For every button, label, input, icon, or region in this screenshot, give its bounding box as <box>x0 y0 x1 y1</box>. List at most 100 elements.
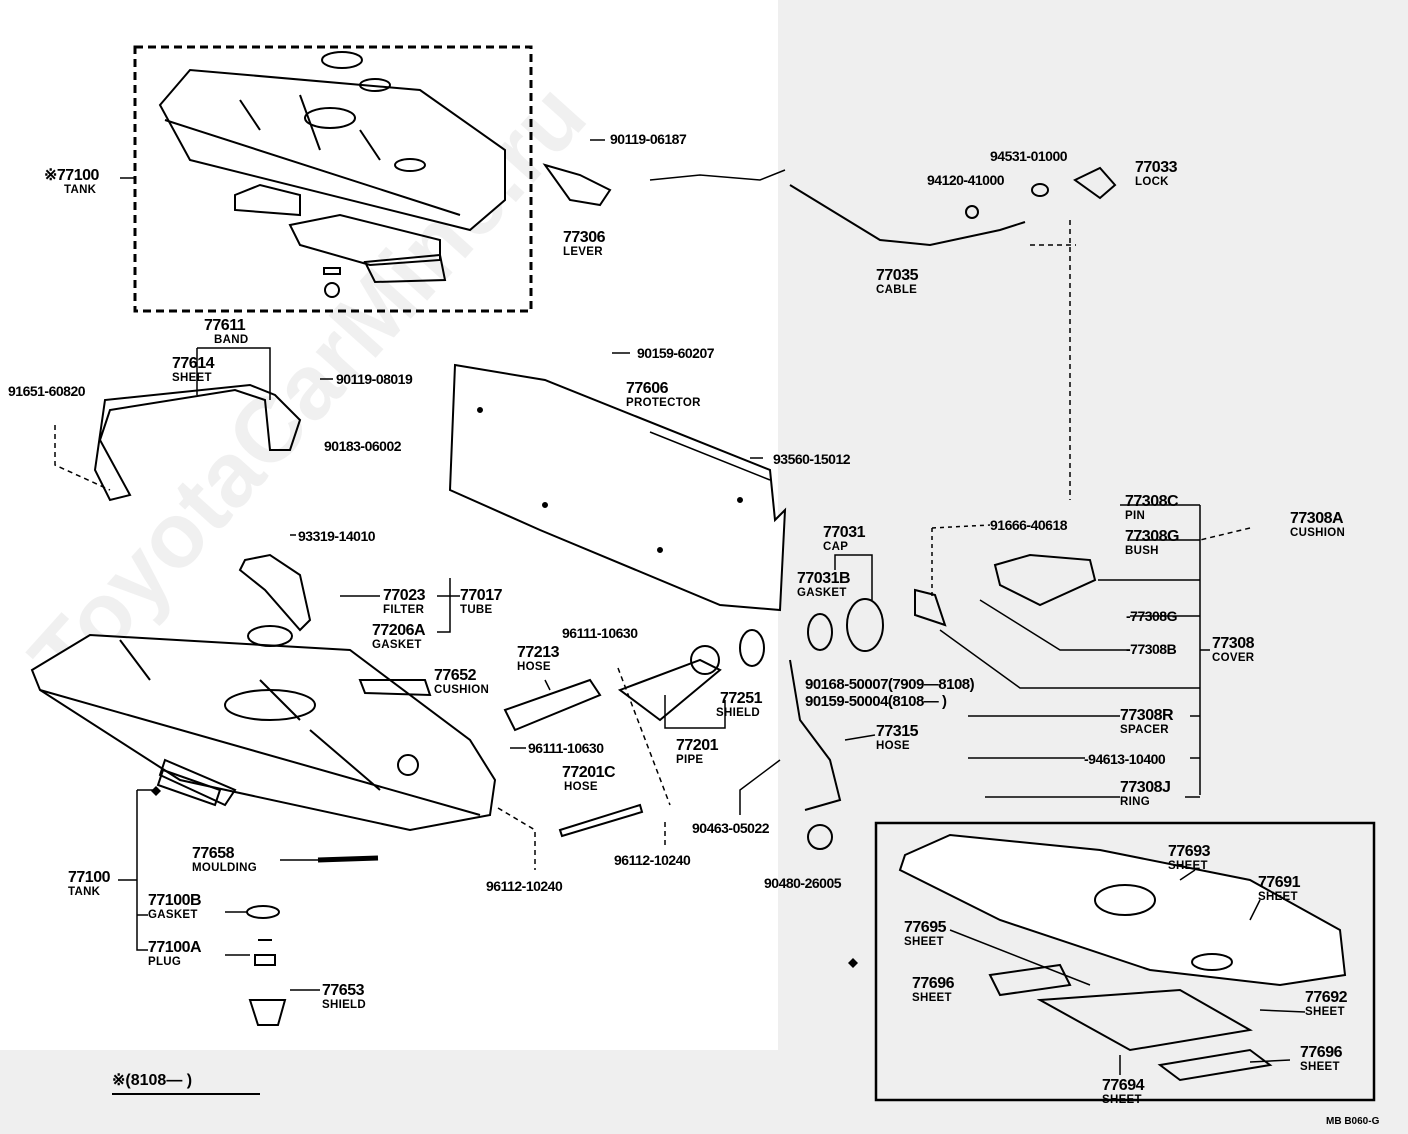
part-number-label: 90119-06187 <box>610 131 687 147</box>
part-number: 77652 <box>434 667 477 684</box>
part-number-label: 91651-60820 <box>8 383 86 399</box>
footnote-underline <box>112 1093 260 1095</box>
leader-lines <box>54 139 1306 1075</box>
part-number: 77308A <box>1290 510 1344 527</box>
part-number-label: 90480-26005 <box>764 875 842 891</box>
cable-drawing <box>542 163 1117 247</box>
part-name: SHEET <box>912 992 952 1004</box>
part-name: SHEET <box>1258 891 1298 903</box>
part-number-label: 94120-41000 <box>927 172 1005 188</box>
diamond-marks <box>151 786 858 968</box>
part-number: 77206A <box>372 622 426 639</box>
part-number: 77033 <box>1135 159 1178 176</box>
part-number: 77251 <box>720 690 763 707</box>
diagram-code: MB B060-G <box>1326 1116 1380 1127</box>
part-number: 77017 <box>460 587 503 604</box>
part-name: TUBE <box>460 604 493 616</box>
part-number: 77100A <box>148 939 202 956</box>
part-number: 77658 <box>192 845 235 862</box>
part-name: PROTECTOR <box>626 397 701 409</box>
part-number: 77694 <box>1102 1077 1145 1094</box>
part-number: 77213 <box>517 644 560 661</box>
part-number: 77696 <box>1300 1044 1343 1061</box>
part-number-label: -94613-10400 <box>1084 751 1166 767</box>
part-number: 77606 <box>626 380 668 397</box>
part-name: BAND <box>214 334 249 346</box>
part-number: 77692 <box>1305 989 1348 1006</box>
part-name: FILTER <box>383 604 425 616</box>
part-number: 77201C <box>562 764 616 781</box>
part-number-label: 96112-10240 <box>614 852 691 868</box>
upper-tank-drawing <box>158 51 506 298</box>
part-name: PLUG <box>148 956 182 968</box>
protector-drawing <box>448 363 787 612</box>
part-number-label: 93319-14010 <box>298 528 376 544</box>
part-name: SHEET <box>1305 1006 1345 1018</box>
part-number-label: 96112-10240 <box>486 878 563 894</box>
part-name: CUSHION <box>1290 527 1346 539</box>
misc-parts-drawing <box>156 553 432 1026</box>
part-number-label: 93560-15012 <box>773 451 851 467</box>
band-drawing <box>93 383 302 502</box>
part-name: SHEET <box>1168 860 1208 872</box>
part-name: PIPE <box>676 754 704 766</box>
part-name: TANK <box>68 886 101 898</box>
part-number: 77308G <box>1125 528 1179 545</box>
part-number-label: 94531-01000 <box>990 148 1068 164</box>
part-number-label: -77308G <box>1126 608 1177 624</box>
part-name: SHEET <box>1102 1094 1142 1106</box>
part-number: 77306 <box>563 229 606 246</box>
part-number: ※77100 <box>44 167 99 184</box>
tank-group-box <box>133 45 533 313</box>
part-name: MOULDING <box>192 862 258 874</box>
part-number-label: 90463-05022 <box>692 820 770 836</box>
part-name: SHEET <box>1300 1061 1340 1073</box>
part-number: 77308R <box>1120 707 1174 724</box>
lower-tank-drawing <box>30 633 497 832</box>
part-number: 77100B <box>148 892 202 909</box>
part-number: 77201 <box>676 737 719 754</box>
part-number: 77035 <box>876 267 919 284</box>
part-name: RING <box>1120 796 1150 808</box>
part-number: 77031B <box>797 570 851 587</box>
part-name: GASKET <box>797 587 847 599</box>
part-number-label: 90168-50007(7909—8108) <box>805 676 975 693</box>
part-number: 77614 <box>172 355 215 372</box>
part-number-label: 90159-50004(8108— ) <box>805 693 947 710</box>
part-number: 77696 <box>912 975 955 992</box>
part-name: HOSE <box>876 740 910 752</box>
part-name: CUSHION <box>434 684 490 696</box>
part-name: GASKET <box>148 909 198 921</box>
part-name: HOSE <box>564 781 598 793</box>
part-number: 77308 <box>1212 635 1255 652</box>
